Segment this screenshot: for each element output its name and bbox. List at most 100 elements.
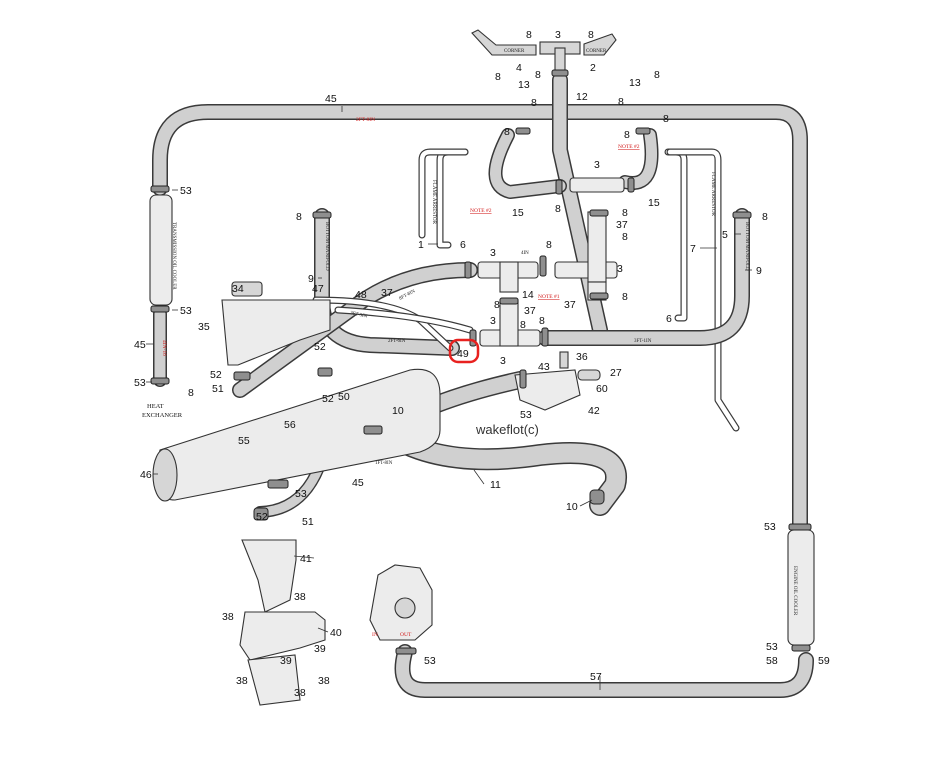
leader-lines <box>146 106 752 690</box>
svg-text:60: 60 <box>596 383 608 395</box>
svg-text:8: 8 <box>762 211 768 223</box>
svg-text:46: 46 <box>140 469 152 481</box>
svg-text:56: 56 <box>284 419 296 431</box>
svg-text:8: 8 <box>663 113 669 125</box>
svg-text:37: 37 <box>564 299 576 311</box>
svg-text:53: 53 <box>180 305 192 317</box>
svg-text:8: 8 <box>296 211 302 223</box>
hose-45-lower-label: 1FT-8IN <box>375 461 393 466</box>
svg-text:8: 8 <box>588 29 594 41</box>
svg-text:IN: IN <box>372 632 378 638</box>
svg-text:3: 3 <box>617 263 623 275</box>
svg-text:7: 7 <box>690 243 696 255</box>
svg-text:45: 45 <box>134 339 146 351</box>
flame-arrestor-left-label: FLAME ARRESTOR <box>431 180 436 225</box>
svg-text:15: 15 <box>648 197 660 209</box>
svg-text:10: 10 <box>392 405 404 417</box>
watermark: wakeflot(c) <box>475 422 539 437</box>
svg-text:50: 50 <box>338 391 350 403</box>
hose-49-label: 2FT-6IN <box>388 339 406 344</box>
svg-text:37: 37 <box>616 219 628 231</box>
svg-text:53: 53 <box>295 488 307 500</box>
engine-oil-cooler: ENGINE OIL COOLER <box>787 529 815 646</box>
svg-text:OUT: OUT <box>400 632 412 638</box>
coolant-tank <box>221 281 331 366</box>
svg-text:47: 47 <box>312 283 324 295</box>
svg-text:9: 9 <box>756 265 762 277</box>
svg-text:CORNER: CORNER <box>504 49 525 54</box>
svg-text:3: 3 <box>490 315 496 327</box>
svg-text:27: 27 <box>610 367 622 379</box>
bottom-manifold-right-label: BOTTOM MANIFOLD <box>744 222 749 271</box>
svg-text:3: 3 <box>594 159 600 171</box>
svg-text:38: 38 <box>236 675 248 687</box>
svg-text:48: 48 <box>355 289 367 301</box>
mounting-bracket <box>239 539 326 706</box>
svg-text:TRANSMISSION OIL COOLER: TRANSMISSION OIL COOLER <box>171 222 176 290</box>
svg-text:1: 1 <box>418 239 424 251</box>
svg-text:53: 53 <box>766 641 778 653</box>
hose-9-right-label: 3FT-1IN <box>634 339 652 344</box>
hose-14-label: 4IN <box>521 251 529 256</box>
hose-9-right <box>537 208 750 346</box>
svg-text:38: 38 <box>318 675 330 687</box>
svg-text:53: 53 <box>520 409 532 421</box>
svg-text:8: 8 <box>526 29 532 41</box>
svg-text:8: 8 <box>555 203 561 215</box>
svg-text:4: 4 <box>516 62 522 74</box>
svg-text:8: 8 <box>622 231 628 243</box>
svg-text:57: 57 <box>590 671 602 683</box>
hose-48-49 <box>312 296 474 352</box>
hose-37 <box>232 262 478 398</box>
svg-text:38: 38 <box>222 611 234 623</box>
svg-text:52: 52 <box>314 341 326 353</box>
bottom-manifold-left-label: BOTTOM MANIFOLD <box>324 222 329 271</box>
hose-45 <box>152 104 808 536</box>
svg-text:8: 8 <box>495 71 501 83</box>
note-2-right: NOTE #2 <box>618 144 640 150</box>
svg-text:43: 43 <box>538 361 550 373</box>
water-pump: IN OUT <box>369 564 433 641</box>
svg-text:3: 3 <box>500 355 506 367</box>
svg-text:10: 10 <box>566 501 578 513</box>
svg-text:52: 52 <box>256 511 268 523</box>
svg-text:38: 38 <box>294 687 306 699</box>
svg-text:36: 36 <box>576 351 588 363</box>
svg-text:8: 8 <box>504 126 510 138</box>
svg-text:40: 40 <box>330 627 342 639</box>
svg-text:51: 51 <box>302 516 314 528</box>
svg-text:53: 53 <box>134 377 146 389</box>
hose-57 <box>394 644 814 698</box>
tee-fittings <box>477 177 625 347</box>
svg-text:8: 8 <box>624 129 630 141</box>
svg-text:12: 12 <box>576 91 588 103</box>
svg-text:8: 8 <box>188 387 194 399</box>
svg-text:53: 53 <box>180 185 192 197</box>
svg-text:2: 2 <box>590 62 596 74</box>
svg-text:13: 13 <box>518 79 530 91</box>
svg-text:11: 11 <box>490 479 501 491</box>
svg-text:8: 8 <box>520 319 526 331</box>
svg-text:8: 8 <box>535 69 541 81</box>
svg-text:45: 45 <box>325 93 337 105</box>
svg-text:42: 42 <box>588 405 600 417</box>
svg-text:37: 37 <box>381 287 393 299</box>
svg-text:9: 9 <box>308 273 314 285</box>
flame-arrestor-right-label: FLAME ARRESTOR <box>710 172 715 217</box>
svg-text:15: 15 <box>512 207 524 219</box>
svg-text:8: 8 <box>539 315 545 327</box>
svg-text:CORNER: CORNER <box>586 49 607 54</box>
callouts: 8 3 8 4 2 8 8 13 8 12 13 8 8 8 8 8 45 53… <box>134 29 830 699</box>
svg-text:5: 5 <box>722 229 728 241</box>
svg-text:8: 8 <box>531 97 537 109</box>
svg-text:53: 53 <box>764 521 776 533</box>
svg-text:52: 52 <box>322 393 334 405</box>
svg-text:6: 6 <box>666 313 672 325</box>
svg-text:34: 34 <box>232 283 244 295</box>
svg-text:35: 35 <box>198 321 210 333</box>
svg-text:45: 45 <box>352 477 364 489</box>
hose-45-top-label: 2FT-8IN <box>356 117 375 123</box>
svg-text:8: 8 <box>622 291 628 303</box>
svg-text:55: 55 <box>238 435 250 447</box>
note-2-left: NOTE #2 <box>470 208 492 214</box>
